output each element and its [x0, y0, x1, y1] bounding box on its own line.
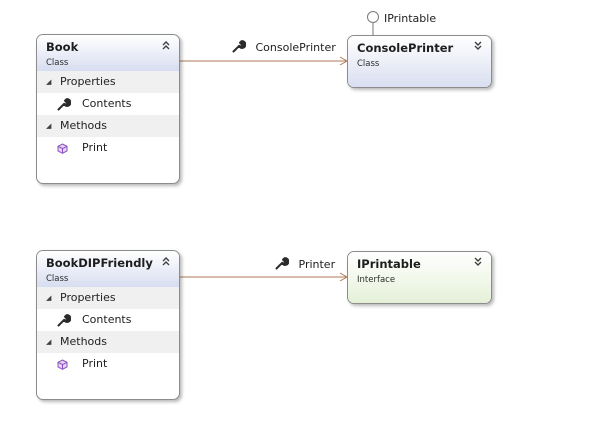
association-label-text: Printer — [298, 258, 336, 271]
association-label-consoleprinter[interactable]: ConsolePrinter — [232, 39, 336, 55]
member-item[interactable]: Print — [37, 137, 179, 159]
class-stereotype: Class — [46, 58, 69, 68]
wrench-icon — [57, 309, 82, 331]
properties-compartment: ◢Properties Contents — [37, 71, 179, 115]
interface-name: IPrintable — [357, 257, 421, 271]
member-item[interactable]: Contents — [37, 309, 179, 331]
collapse-triangle-icon[interactable]: ◢ — [46, 294, 52, 302]
association-label-printer[interactable]: Printer — [275, 256, 335, 272]
collapse-triangle-icon[interactable]: ◢ — [46, 338, 52, 346]
class-stereotype: Class — [357, 59, 380, 69]
compartment-header[interactable]: ◢Properties — [37, 287, 179, 309]
method-cube-icon — [57, 353, 82, 375]
interface-shape-iprintable[interactable]: IPrintable Interface — [347, 251, 492, 304]
class-shape-consoleprinter[interactable]: ConsolePrinter Class — [347, 35, 492, 88]
association-book-consoleprinter[interactable] — [180, 56, 349, 66]
interface-stereotype: Interface — [357, 275, 396, 285]
methods-compartment: ◢Methods Print — [37, 115, 179, 159]
wrench-icon — [275, 257, 299, 271]
class-name: BookDIPFriendly — [46, 256, 153, 270]
wrench-icon — [232, 40, 256, 54]
class-shape-book[interactable]: Book Class ◢Properties Contents ◢Methods… — [36, 34, 180, 184]
expand-chevrons-down-icon[interactable] — [472, 257, 484, 269]
shape-header[interactable]: BookDIPFriendly Class — [37, 251, 179, 287]
interface-lollipop[interactable] — [367, 11, 379, 36]
compartment-header[interactable]: ◢Methods — [37, 331, 179, 353]
class-shape-bookdipfriendly[interactable]: BookDIPFriendly Class ◢Properties Conten… — [36, 250, 180, 400]
member-item[interactable]: Contents — [37, 93, 179, 115]
shape-header[interactable]: Book Class — [37, 35, 179, 71]
expand-chevrons-down-icon[interactable] — [472, 41, 484, 53]
compartment-header[interactable]: ◢Properties — [37, 71, 179, 93]
method-cube-icon — [57, 137, 82, 159]
shape-header[interactable]: IPrintable Interface — [348, 252, 491, 303]
collapse-chevrons-up-icon[interactable] — [160, 256, 172, 268]
properties-compartment: ◢Properties Contents — [37, 287, 179, 331]
association-label-text: ConsolePrinter — [255, 41, 336, 54]
class-stereotype: Class — [46, 274, 69, 284]
member-item[interactable]: Print — [37, 353, 179, 375]
class-name: ConsolePrinter — [357, 41, 454, 55]
association-bookdip-iprintable[interactable] — [180, 272, 349, 282]
member-label: Contents — [82, 97, 132, 110]
wrench-icon — [57, 93, 82, 115]
lollipop-label: IPrintable — [384, 12, 437, 25]
class-name: Book — [46, 40, 79, 54]
collapse-chevrons-up-icon[interactable] — [160, 40, 172, 52]
collapse-triangle-icon[interactable]: ◢ — [46, 122, 52, 130]
member-label: Contents — [82, 313, 132, 326]
methods-compartment: ◢Methods Print — [37, 331, 179, 375]
member-label: Print — [82, 357, 108, 370]
collapse-triangle-icon[interactable]: ◢ — [46, 78, 52, 86]
compartment-header[interactable]: ◢Methods — [37, 115, 179, 137]
member-label: Print — [82, 141, 108, 154]
shape-header[interactable]: ConsolePrinter Class — [348, 36, 491, 87]
